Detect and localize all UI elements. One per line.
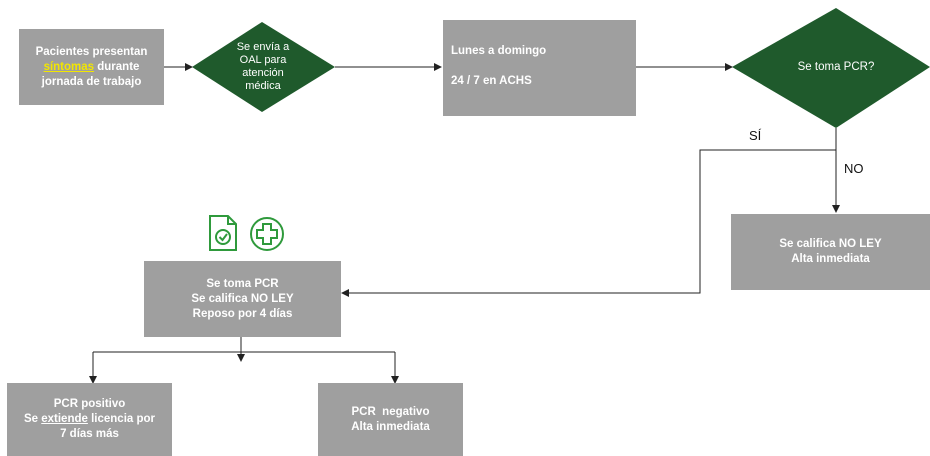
no-branch-line-2: Alta inmediata xyxy=(791,253,870,265)
decision-pcr-shape xyxy=(732,8,930,128)
decision-send-oal-shape xyxy=(192,22,335,112)
positive-line-2-post: licencia por xyxy=(87,413,156,425)
schedule-line-2: 24 / 7 en ACHS xyxy=(451,75,532,87)
yes-branch-line-3: Reposo por 4 días xyxy=(192,307,293,320)
decision-pcr-text: Se toma PCR? xyxy=(780,55,892,79)
start-line-1: Pacientes presentan xyxy=(35,45,148,58)
pcr-positive-node: PCR positivo Se extiende licencia por 7 … xyxy=(7,383,172,456)
decision-send-oal-text: Se envía a OAL para atención médica xyxy=(222,32,304,102)
no-branch-line-1: Se califica NO LEY xyxy=(779,238,882,250)
oal-line-2: OAL para xyxy=(239,54,287,66)
positive-line-2-pre: Se xyxy=(23,413,42,425)
start-line-2-rest: durante xyxy=(94,60,140,73)
oal-line-3: atención xyxy=(242,67,284,79)
edge-label-yes: SÍ xyxy=(749,128,762,143)
negative-line-2: Alta inmediata xyxy=(351,420,430,433)
no-branch-node: Se califica NO LEY Alta inmediata xyxy=(731,214,930,290)
positive-line-2-extend: extiende xyxy=(41,413,88,425)
pcr-negative-node: PCR negativo Alta inmediata xyxy=(318,383,463,456)
start-node: Pacientes presentan síntomas durante jor… xyxy=(19,29,164,105)
schedule-node: Lunes a domingo 24 / 7 en ACHS xyxy=(443,20,636,116)
edge-decision-yes xyxy=(341,149,836,297)
decision-pcr-label: Se toma PCR? xyxy=(797,60,875,73)
negative-line-1: PCR negativo xyxy=(351,405,430,418)
document-check-icon xyxy=(204,213,242,253)
medical-cross-icon xyxy=(248,215,286,253)
oal-line-1: Se envía a xyxy=(236,41,290,53)
schedule-line-1: Lunes a domingo xyxy=(451,45,547,57)
oal-line-4: médica xyxy=(245,80,281,92)
edge-label-no: NO xyxy=(844,161,864,176)
symptoms-highlight: síntomas xyxy=(43,60,95,73)
yes-branch-line-2: Se califica NO LEY xyxy=(191,292,294,305)
start-line-3: jornada de trabajo xyxy=(41,75,142,88)
positive-line-3: 7 días más xyxy=(60,428,119,440)
positive-line-1: PCR positivo xyxy=(53,398,126,410)
yes-branch-line-1: Se toma PCR xyxy=(206,277,279,290)
yes-branch-node: Se toma PCR Se califica NO LEY Reposo po… xyxy=(144,261,341,337)
